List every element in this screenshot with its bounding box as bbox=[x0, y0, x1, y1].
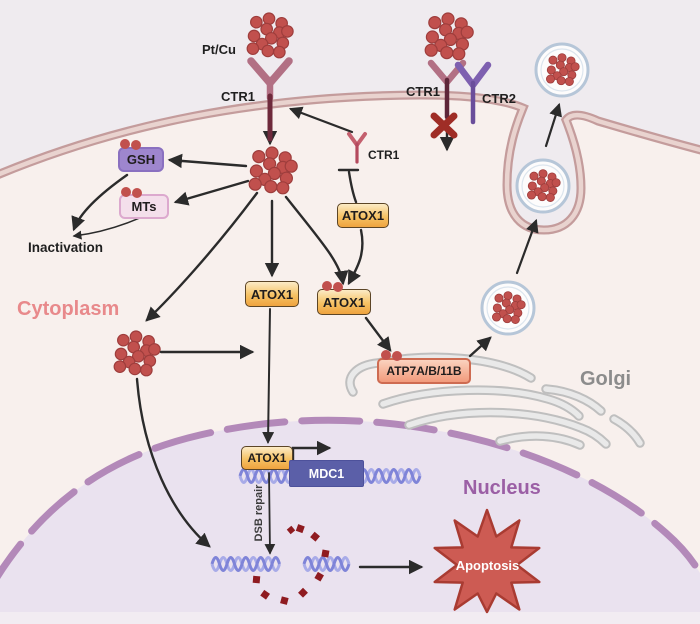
ctr2-label: CTR2 bbox=[482, 91, 516, 106]
arrow-atox1-down bbox=[347, 228, 364, 286]
arrow-ctr1-to-membrane bbox=[288, 106, 354, 134]
ctr1-receptor-membrane bbox=[247, 57, 293, 142]
atox1-box-ctr1: ATOX1 bbox=[337, 203, 389, 228]
pt-cu-label: Pt/Cu bbox=[202, 42, 236, 57]
ctr2-receptor bbox=[454, 61, 492, 125]
apoptosis-star bbox=[433, 508, 541, 614]
apoptosis-label: Apoptosis bbox=[455, 558, 520, 573]
arrow-dsb-repair bbox=[264, 472, 276, 555]
cell-membrane bbox=[0, 90, 700, 235]
arrow-vesicle-up-2 bbox=[544, 102, 562, 148]
mts-box: MTs bbox=[119, 194, 169, 219]
arrow-to-gsh bbox=[167, 153, 248, 169]
arrow-to-cytoplasm-pool bbox=[145, 191, 259, 322]
vesicle-exocytosis-pocket bbox=[515, 158, 571, 214]
ptcu-dots-atp7 bbox=[381, 350, 391, 360]
mdc1-gene-box: MDC1 bbox=[289, 460, 364, 487]
ctr1-receptor-free bbox=[347, 132, 367, 164]
arrow-atp7-to-vesicle bbox=[468, 336, 492, 358]
golgi-label: Golgi bbox=[580, 368, 632, 390]
blocked-cross-icon bbox=[430, 112, 458, 139]
ptcu-dots-mts bbox=[121, 187, 131, 197]
vesicle-released bbox=[534, 42, 590, 98]
figure-bottom-margin bbox=[0, 612, 700, 624]
gsh-box: GSH bbox=[118, 147, 164, 172]
cytoplasm-label: Cytoplasm bbox=[17, 298, 120, 320]
dsb-repair-label: DSB repair bbox=[253, 484, 265, 542]
dna-fragments bbox=[252, 524, 330, 605]
atox1-box-loaded: ATOX1 bbox=[317, 289, 371, 315]
ptcu-dots-gsh bbox=[120, 139, 130, 149]
atox1-box-cytosol: ATOX1 bbox=[245, 281, 299, 307]
arrow-atox1-to-atp7 bbox=[364, 316, 392, 352]
arrow-atox1-to-nucleus bbox=[262, 308, 275, 444]
inactivation-label: Inactivation bbox=[28, 240, 104, 255]
atp7-box: ATP7A/B/11B bbox=[377, 358, 471, 384]
atox1-box-nucleus: ATOX1 bbox=[241, 446, 293, 470]
nucleus-label: Nucleus bbox=[463, 477, 541, 499]
ctr1-membrane-label: CTR1 bbox=[221, 89, 255, 104]
ctr1-blocked-label: CTR1 bbox=[406, 84, 440, 99]
arrow-to-mts bbox=[173, 179, 250, 206]
inhibition-tbar bbox=[337, 168, 360, 204]
ctr1-free-label: CTR1 bbox=[368, 148, 400, 162]
arrow-vesicle-up-1 bbox=[515, 218, 539, 275]
arrow-gsh-inactivation bbox=[71, 173, 129, 232]
ptcu-dots-atox1 bbox=[322, 281, 332, 291]
transcription-arrow bbox=[291, 440, 332, 464]
vesicle-golgi bbox=[480, 280, 536, 336]
arrow-pool-to-dna bbox=[135, 377, 211, 548]
arrow-to-atox1-loaded bbox=[284, 195, 349, 286]
